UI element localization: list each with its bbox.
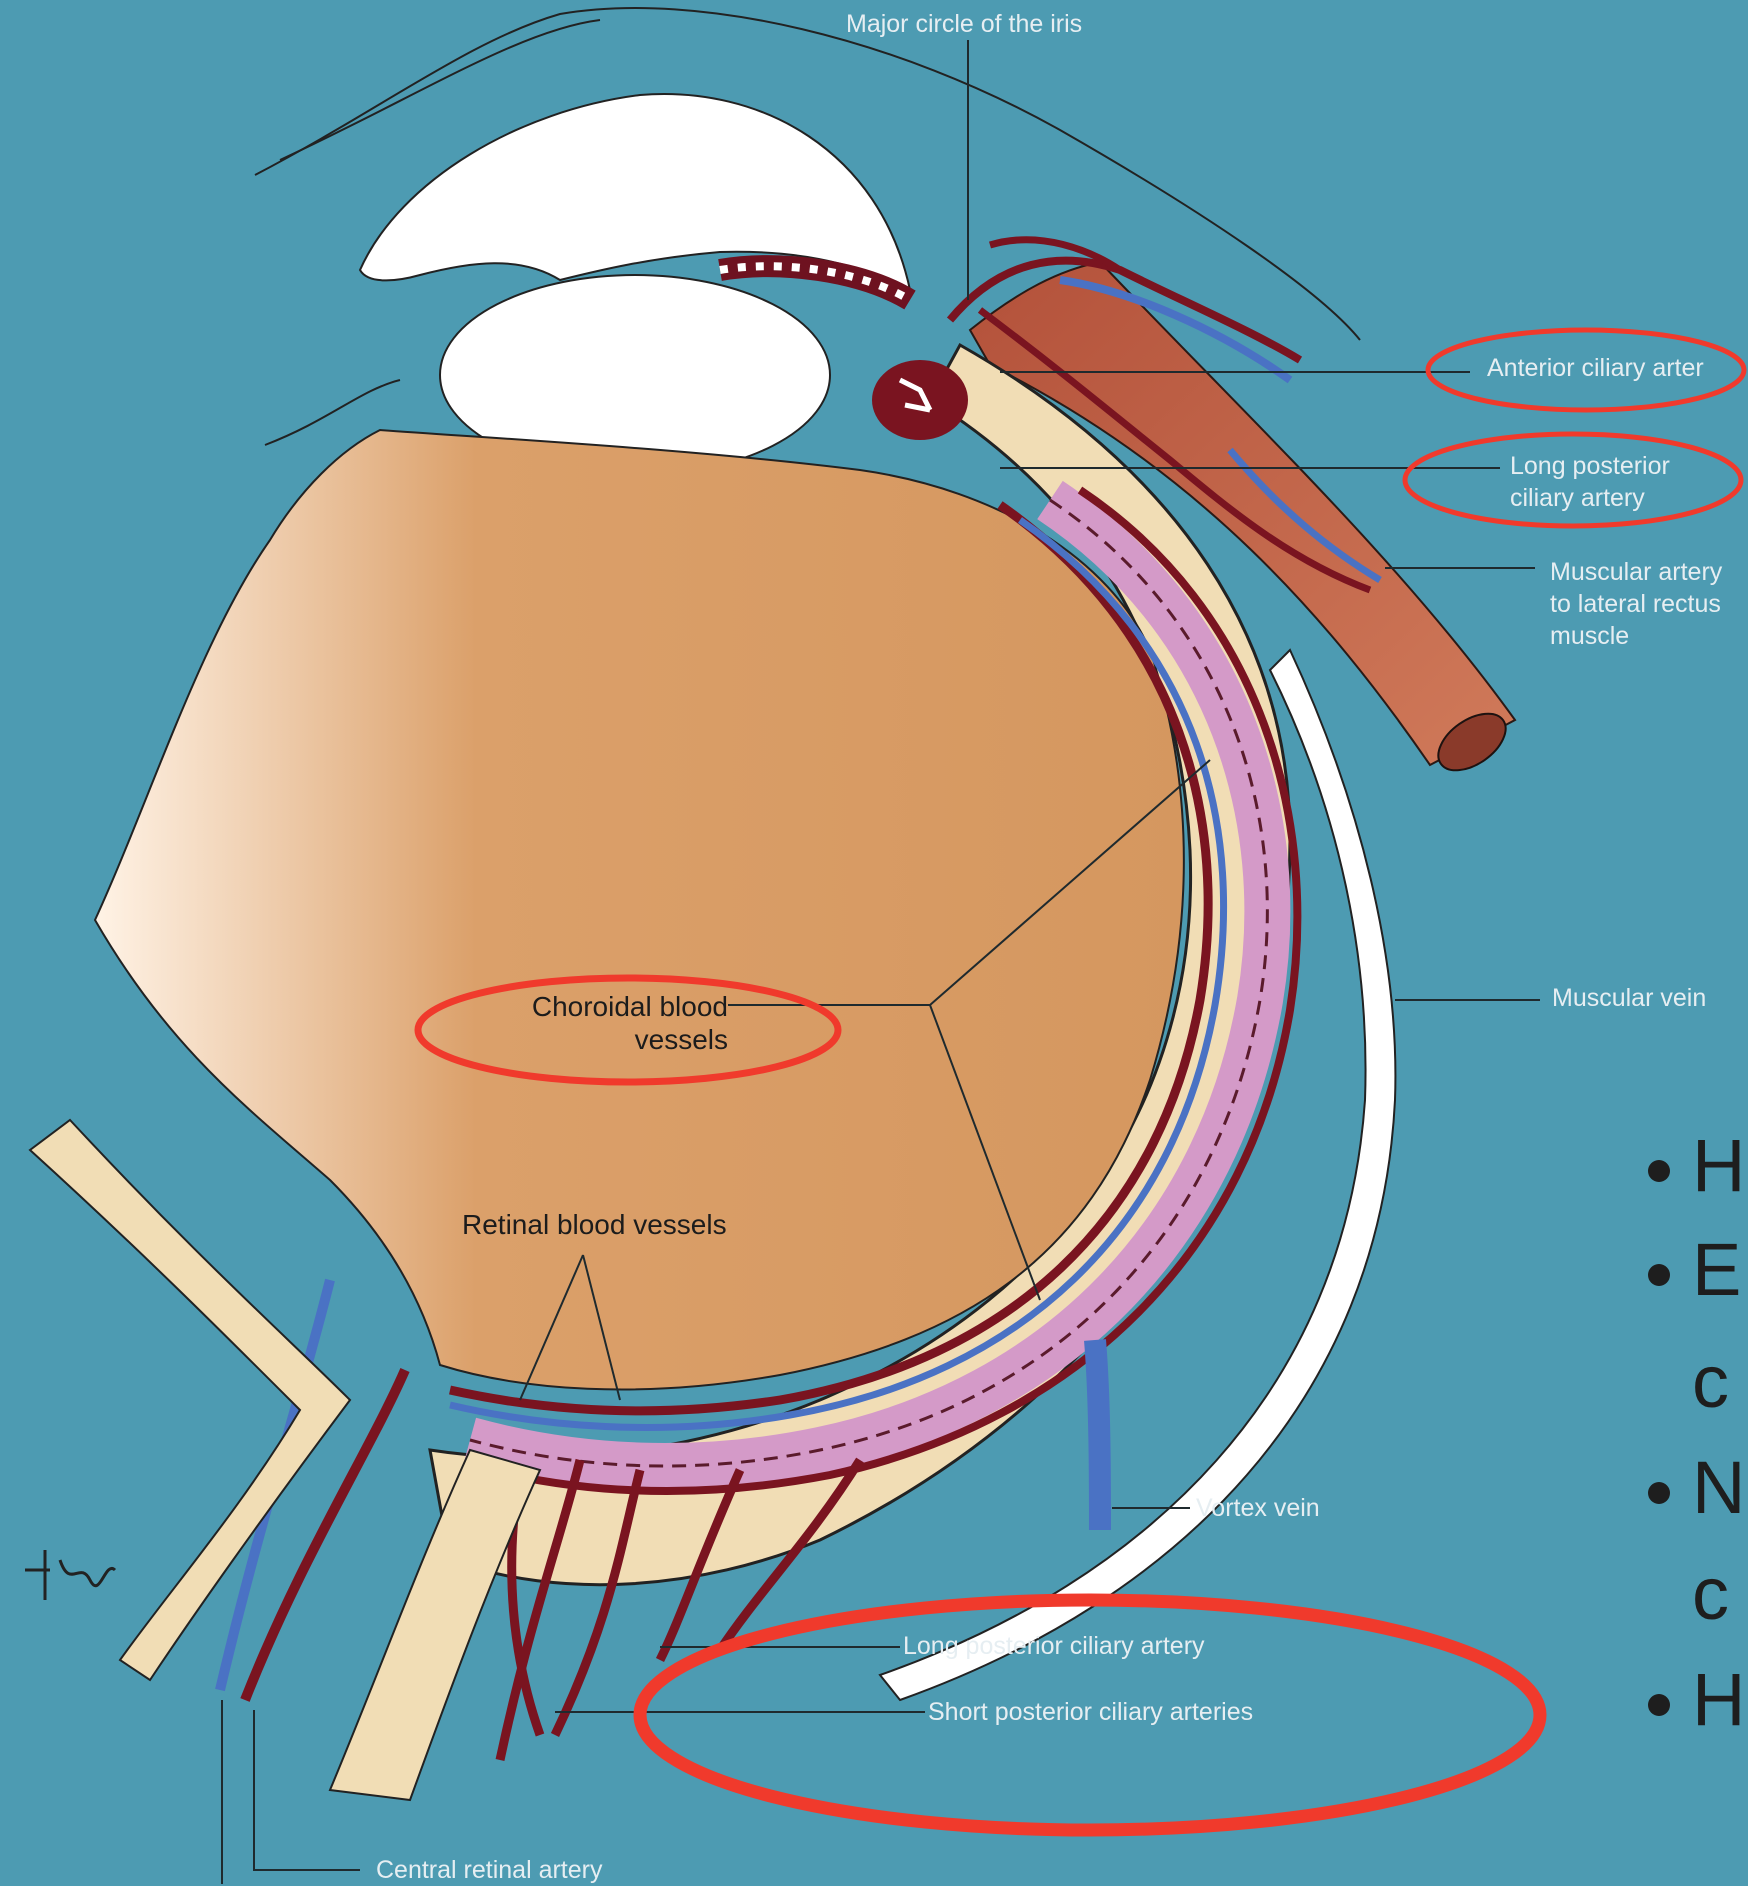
label-choroidal-vessels: Choroidal blood vessels <box>508 990 728 1056</box>
label-major-circle: Major circle of the iris <box>846 8 1082 40</box>
label-muscular-artery: Muscular artery to lateral rectus muscle <box>1550 556 1745 652</box>
label-short-posterior-ciliary: Short posterior ciliary arteries <box>928 1696 1253 1728</box>
optic-nerve-sheath <box>30 1120 350 1680</box>
artist-signature <box>25 1550 115 1600</box>
bullet-dot <box>1648 1264 1670 1286</box>
label-long-posterior-ciliary-bottom: Long posterior ciliary artery <box>903 1630 1205 1662</box>
bullet-dot <box>1648 1694 1670 1716</box>
slide-bullet-1: H <box>1648 1126 1748 1206</box>
label-retinal-vessels: Retinal blood vessels <box>462 1208 727 1241</box>
optic-nerve-lower <box>330 1450 540 1800</box>
slide-bullet-3-cont: c <box>1648 1554 1748 1634</box>
label-anterior-ciliary-artery: Anterior ciliary arter <box>1487 352 1704 384</box>
bullet-dot <box>1648 1160 1670 1182</box>
slide-bullet-2-cont: c <box>1648 1342 1748 1422</box>
slide-bullet-3: N <box>1648 1448 1748 1528</box>
label-vortex-vein: Vortex vein <box>1196 1492 1320 1524</box>
label-long-posterior-ciliary-top: Long posterior ciliary artery <box>1510 450 1710 514</box>
label-muscular-vein: Muscular vein <box>1552 982 1706 1014</box>
bullet-dot <box>1648 1482 1670 1504</box>
label-central-retinal-artery: Central retinal artery <box>376 1854 602 1886</box>
slide-bullet-2: E <box>1648 1230 1748 1310</box>
slide-bullet-4: H <box>1648 1660 1748 1740</box>
